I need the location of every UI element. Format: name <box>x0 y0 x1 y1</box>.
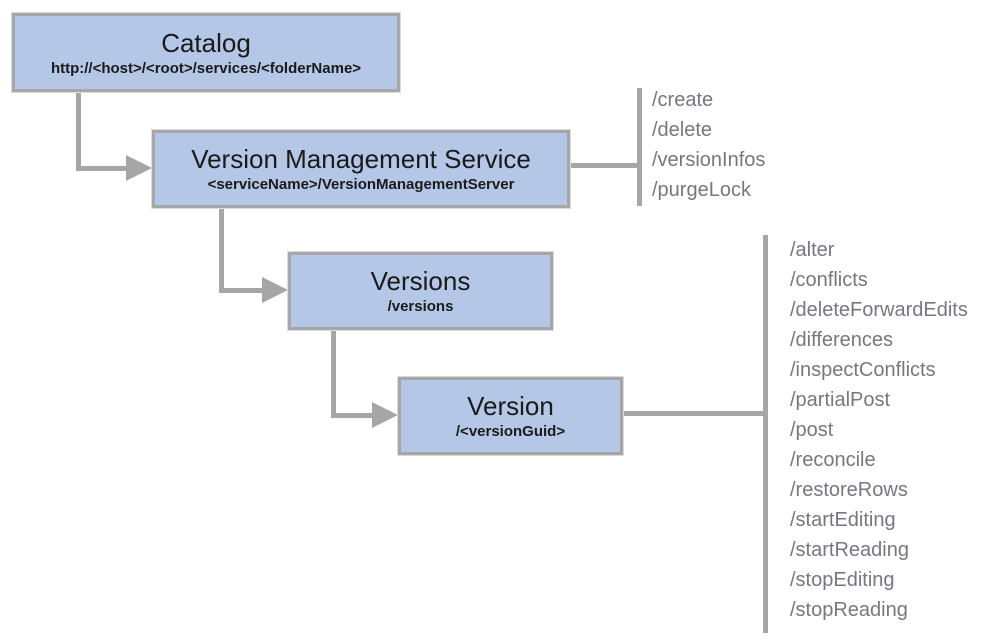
operation-stopreading: /stopReading <box>790 599 908 621</box>
node-catalog-title: Catalog <box>161 27 251 58</box>
arrowhead-versions-version <box>372 402 398 428</box>
node-vms-title: Version Management Service <box>191 144 531 174</box>
operations-bar-vms <box>637 88 642 206</box>
node-catalog: Catalog http://<host>/<root>/services/<f… <box>11 12 401 93</box>
operation-deleteforwardedits: /deleteForwardEdits <box>790 299 968 321</box>
connector-versions-version-vertical <box>331 330 336 418</box>
connector-catalog-vms-horizontal <box>76 166 126 171</box>
connector-versions-version-horizontal <box>331 413 372 418</box>
operation-stopediting: /stopEditing <box>790 569 895 591</box>
operation-restorerows: /restoreRows <box>790 479 908 501</box>
operation-purgelock: /purgeLock <box>652 179 751 201</box>
node-versions-title: Versions <box>370 266 471 296</box>
node-versions-url: /versions <box>387 298 454 315</box>
operation-partialpost: /partialPost <box>790 389 891 411</box>
operation-versioninfos: /versionInfos <box>652 149 766 171</box>
operation-startreading: /startReading <box>790 539 909 561</box>
operation-alter: /alter <box>790 239 835 261</box>
node-version-url: /<versionGuid> <box>455 423 566 440</box>
operations-list-version: /alter /conflicts /deleteForwardEdits /d… <box>790 235 968 625</box>
arrowhead-vms-versions <box>262 277 288 303</box>
connector-catalog-vms-vertical <box>76 92 81 171</box>
connector-vms-operations <box>570 163 637 168</box>
operation-create: /create <box>652 89 714 111</box>
node-version-title: Version <box>467 391 554 421</box>
operation-inspectconflicts: /inspectConflicts <box>790 359 936 381</box>
connector-vms-versions-horizontal <box>219 288 262 293</box>
node-vms-url: <serviceName>/VersionManagementServer <box>207 176 515 193</box>
operation-reconcile: /reconcile <box>790 449 876 471</box>
node-catalog-url: http://<host>/<root>/services/<folderNam… <box>50 59 362 77</box>
node-version: Version /<versionGuid> <box>397 376 624 456</box>
operations-list-vms: /create /delete /versionInfos /purgeLock <box>652 85 765 205</box>
connector-version-operations <box>623 411 763 416</box>
operation-conflicts: /conflicts <box>790 269 868 291</box>
connector-vms-versions-vertical <box>219 208 224 293</box>
operation-delete: /delete <box>652 119 713 141</box>
arrowhead-catalog-vms <box>126 155 152 181</box>
operations-bar-version <box>763 235 768 633</box>
operation-startediting: /startEditing <box>790 509 896 531</box>
node-versions: Versions /versions <box>287 251 554 331</box>
operation-differences: /differences <box>790 329 894 351</box>
node-version-management-service: Version Management Service <serviceName>… <box>151 129 571 209</box>
operation-post: /post <box>790 419 834 441</box>
